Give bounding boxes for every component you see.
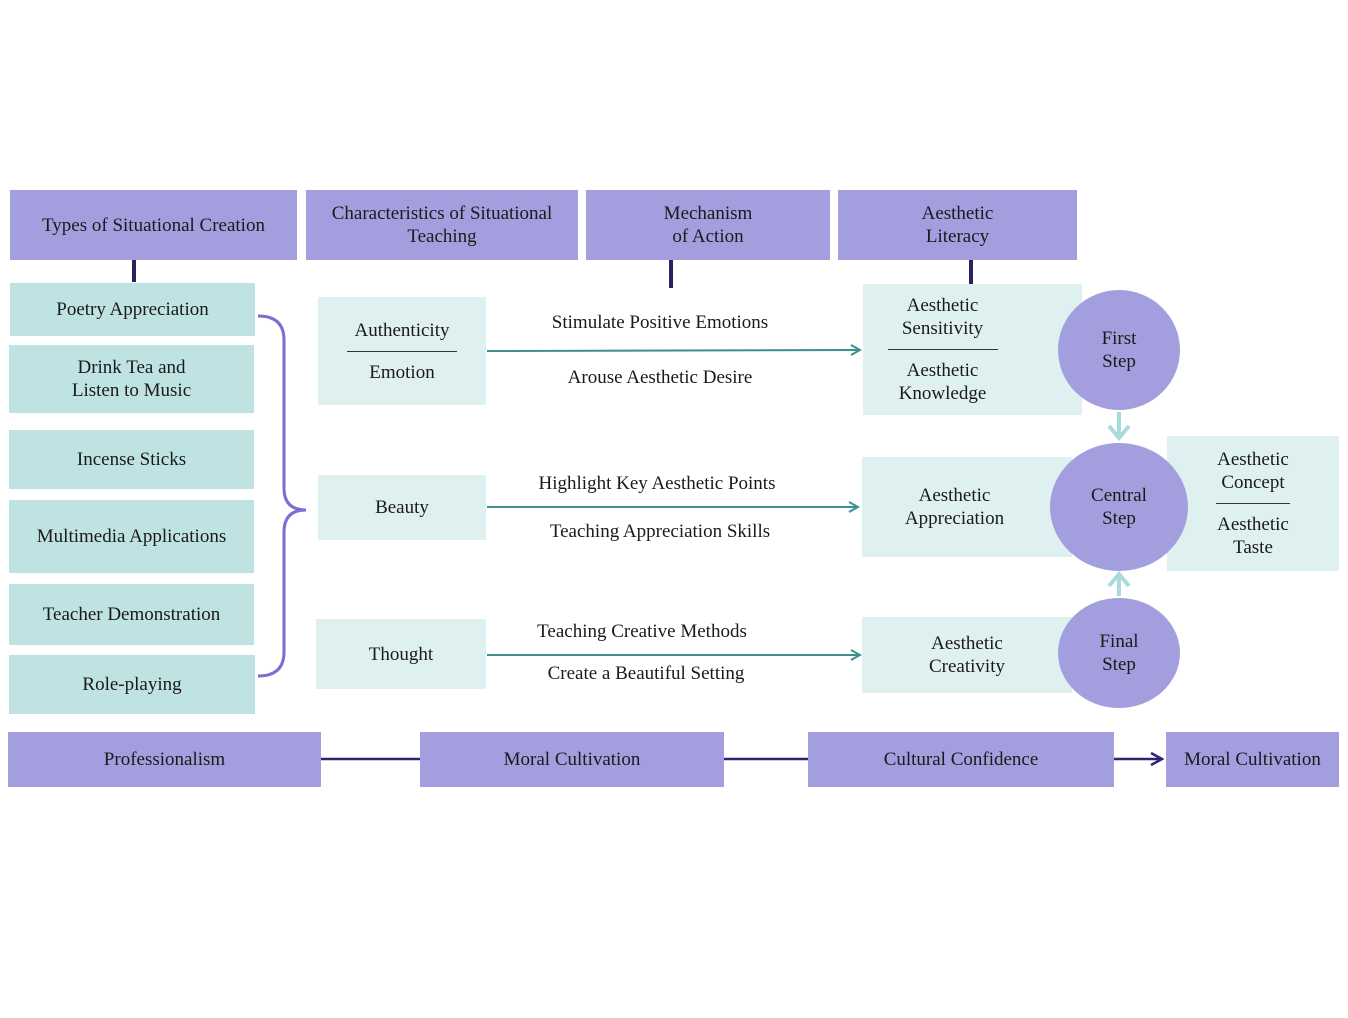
characteristic-authenticity-emotion: Authenticity Emotion — [318, 297, 486, 405]
step-final-label: Final Step — [1099, 631, 1139, 675]
header-characteristics-label: Characteristics of Situational Teaching — [331, 203, 553, 247]
type-item-label: Incense Sticks — [76, 449, 187, 470]
type-item-incense: Incense Sticks — [9, 430, 254, 489]
step-first-label: First Step — [1101, 328, 1137, 372]
type-item-multimedia: Multimedia Applications — [9, 500, 254, 573]
type-item-label: Multimedia Applications — [36, 526, 227, 547]
types-bracket — [257, 314, 307, 678]
header-mechanism: Mechanism of Action — [586, 190, 830, 260]
type-item-label: Drink Tea and Listen to Music — [71, 357, 192, 401]
bottom-professionalism: Professionalism — [8, 732, 321, 787]
bottom-cultural-confidence: Cultural Confidence — [808, 732, 1114, 787]
literacy-concept: Aesthetic Concept — [1217, 449, 1289, 493]
type-item-label: Poetry Appreciation — [56, 299, 209, 320]
bottom-label: Cultural Confidence — [883, 749, 1039, 770]
type-item-poetry: Poetry Appreciation — [10, 283, 255, 336]
characteristic-beauty: Beauty — [318, 475, 486, 540]
mechanism-row2-top: Highlight Key Aesthetic Points — [538, 473, 776, 494]
literacy-appreciation-label: Aesthetic Appreciation — [904, 485, 1005, 529]
mechanism-row1-top: Stimulate Positive Emotions — [551, 312, 769, 333]
characteristic-thought: Thought — [316, 619, 486, 689]
bottom-moral-cultivation: Moral Cultivation — [420, 732, 724, 787]
header-types: Types of Situational Creation — [10, 190, 297, 260]
type-item-label: Role-playing — [82, 674, 182, 695]
type-item-label: Teacher Demonstration — [42, 604, 221, 625]
header-characteristics: Characteristics of Situational Teaching — [306, 190, 578, 260]
mechanism-row3-top: Teaching Creative Methods — [537, 621, 747, 642]
literacy-taste: Aesthetic Taste — [1217, 514, 1289, 558]
step-final-circle: Final Step — [1058, 598, 1180, 708]
type-item-role-playing: Role-playing — [9, 655, 255, 714]
literacy-concept-taste: Aesthetic Concept Aesthetic Taste — [1167, 436, 1339, 571]
characteristic-beauty-label: Beauty — [375, 497, 429, 518]
header-literacy-label: Aesthetic Literacy — [921, 203, 994, 247]
type-item-teacher-demo: Teacher Demonstration — [9, 584, 254, 645]
literacy-divider — [887, 349, 998, 350]
step-central-circle: Central Step — [1050, 443, 1188, 571]
mechanism-row3-bottom: Create a Beautiful Setting — [547, 663, 745, 684]
header-literacy: Aesthetic Literacy — [838, 190, 1077, 260]
characteristic-thought-label: Thought — [368, 643, 434, 665]
literacy-sensitivity: Aesthetic Sensitivity — [901, 295, 984, 339]
characteristic-divider — [347, 350, 457, 352]
mechanism-row1-bottom: Arouse Aesthetic Desire — [567, 367, 753, 388]
literacy-creativity-label: Aesthetic Creativity — [929, 633, 1005, 677]
step-central-label: Central Step — [1091, 485, 1147, 529]
literacy-divider — [1216, 503, 1290, 504]
header-mechanism-label: Mechanism of Action — [663, 203, 753, 247]
literacy-sensitivity-knowledge: Aesthetic Sensitivity Aesthetic Knowledg… — [863, 284, 1082, 415]
literacy-knowledge: Aesthetic Knowledge — [898, 360, 987, 404]
type-item-tea-music: Drink Tea and Listen to Music — [9, 345, 254, 413]
bottom-label: Moral Cultivation — [503, 749, 641, 770]
literacy-appreciation: Aesthetic Appreciation — [862, 457, 1072, 557]
literacy-creativity: Aesthetic Creativity — [862, 617, 1072, 693]
characteristic-authenticity: Authenticity — [354, 319, 450, 341]
bottom-label: Professionalism — [103, 749, 226, 770]
characteristic-emotion: Emotion — [369, 361, 435, 383]
arrow-row1 — [486, 350, 860, 351]
header-types-label: Types of Situational Creation — [42, 214, 265, 236]
bottom-label: Moral Cultivation — [1184, 749, 1321, 770]
mechanism-row2-bottom: Teaching Appreciation Skills — [549, 521, 771, 542]
step-first-circle: First Step — [1058, 290, 1180, 410]
bottom-moral-cultivation-final: Moral Cultivation — [1166, 732, 1339, 787]
